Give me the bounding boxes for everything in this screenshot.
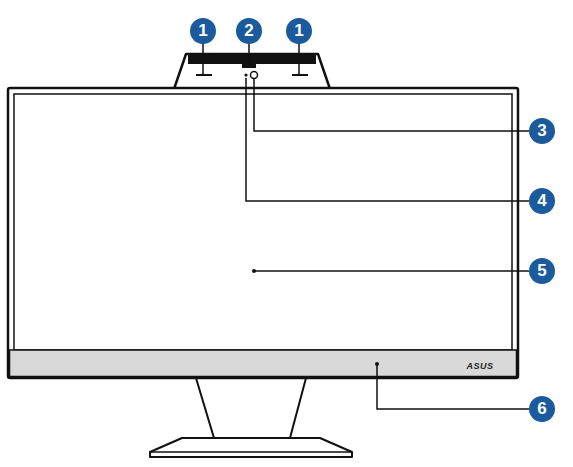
leader-line xyxy=(202,43,204,74)
leader-line xyxy=(298,43,300,74)
callout-number: 3 xyxy=(529,118,555,144)
callout-circle xyxy=(529,258,555,284)
callout-circle xyxy=(529,396,555,422)
camera-shutter xyxy=(242,64,256,68)
stand-base xyxy=(150,438,352,457)
callout-number: 1 xyxy=(190,18,216,44)
leader-dot xyxy=(375,362,379,366)
microphone xyxy=(196,74,212,76)
camera-housing-top xyxy=(188,55,316,64)
stand-base-edge xyxy=(150,451,352,453)
stand-neck xyxy=(196,378,306,438)
microphone xyxy=(292,74,308,76)
callout-number: 4 xyxy=(529,188,555,214)
leader-line xyxy=(246,78,529,201)
camera-housing xyxy=(174,54,330,89)
monitor-chin xyxy=(10,350,517,377)
callout-number: 6 xyxy=(529,396,555,422)
callout-circle xyxy=(190,18,216,44)
callout-number: 5 xyxy=(529,258,555,284)
leader-line xyxy=(254,79,529,131)
webcam xyxy=(251,72,258,79)
leader-line xyxy=(377,364,529,409)
callout-number: 2 xyxy=(236,18,262,44)
display-panel xyxy=(14,94,512,350)
callout-circle xyxy=(529,188,555,214)
leader-line xyxy=(248,43,250,64)
leader-line xyxy=(254,270,529,272)
leader-dot xyxy=(252,269,256,273)
brand-logo: ASUS xyxy=(466,361,493,371)
callout-circle xyxy=(286,18,312,44)
camera-indicator xyxy=(244,73,247,76)
callout-circle xyxy=(529,118,555,144)
callout-circle xyxy=(236,18,262,44)
callout-number: 1 xyxy=(286,18,312,44)
